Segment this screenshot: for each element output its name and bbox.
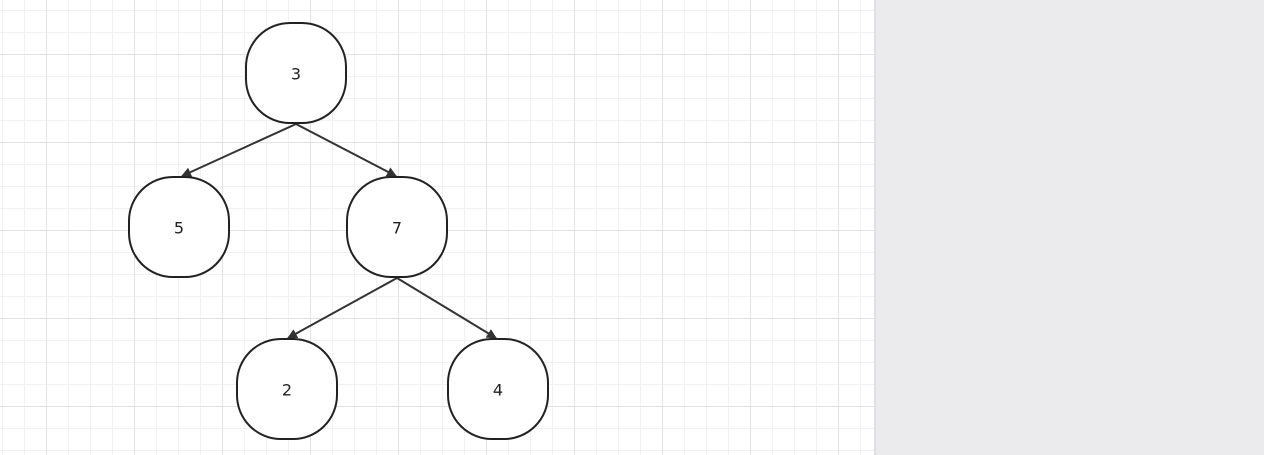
node-2-label: 2 <box>282 381 292 400</box>
edge-7-to-4[interactable] <box>396 277 497 339</box>
node-7-shape[interactable] <box>346 176 448 278</box>
node-5-shape[interactable] <box>128 176 230 278</box>
side-panel <box>876 0 1264 455</box>
node-2-shape[interactable] <box>236 338 338 440</box>
node-5-label: 5 <box>174 219 184 238</box>
node-3[interactable]: 3 <box>245 22 347 124</box>
node-5[interactable]: 5 <box>128 176 230 278</box>
node-3-label: 3 <box>291 65 301 84</box>
node-7-label: 7 <box>392 219 402 238</box>
edge-7-to-2[interactable] <box>287 277 398 339</box>
node-4-label: 4 <box>493 381 503 400</box>
node-7[interactable]: 7 <box>346 176 448 278</box>
node-3-shape[interactable] <box>245 22 347 124</box>
node-2[interactable]: 2 <box>236 338 338 440</box>
node-4-shape[interactable] <box>447 338 549 440</box>
edge-3-to-5[interactable] <box>181 123 297 177</box>
canvas-divider <box>874 0 876 455</box>
diagram-canvas[interactable]: 3 5 7 2 4 <box>0 0 874 455</box>
tree-diagram: 3 5 7 2 4 <box>128 22 549 440</box>
node-4[interactable]: 4 <box>447 338 549 440</box>
edge-3-to-7[interactable] <box>295 123 397 177</box>
